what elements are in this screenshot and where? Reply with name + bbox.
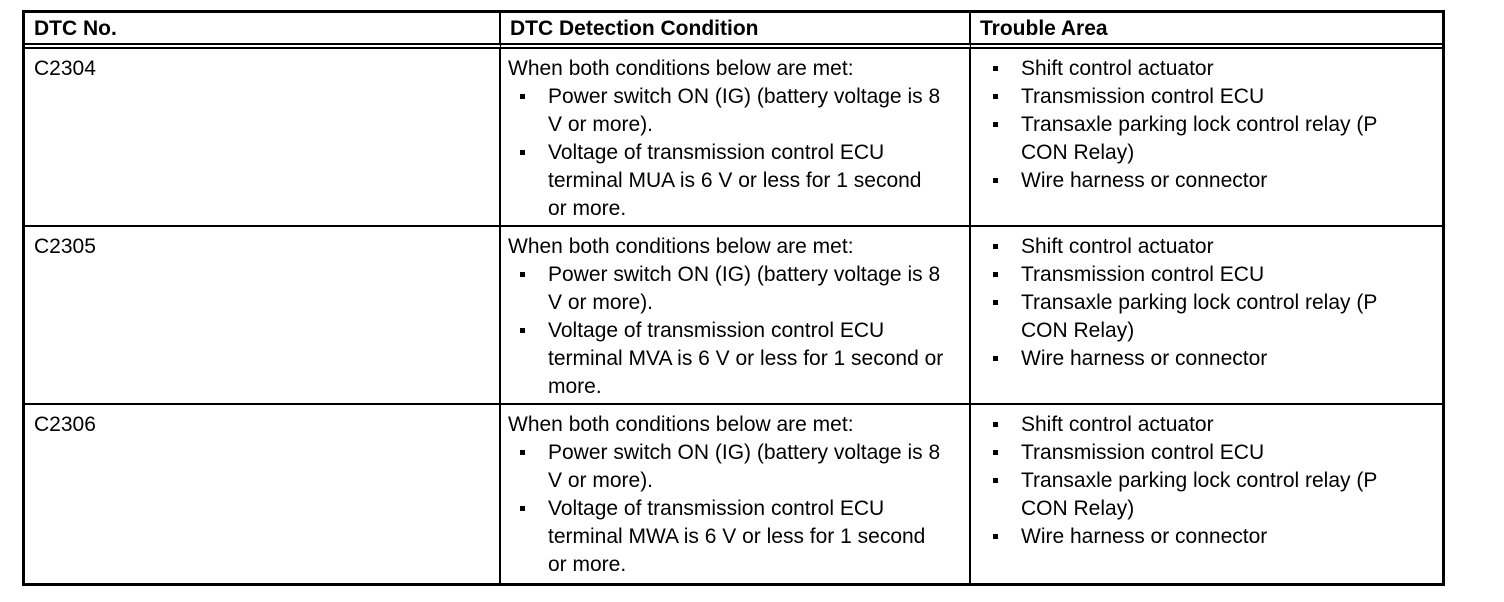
trouble-area-item: Transaxle parking lock control relay (P … <box>976 467 1436 523</box>
bullet-icon <box>520 328 525 333</box>
trouble-area-text: Shift control actuator <box>1021 235 1214 258</box>
bullet-icon <box>520 450 525 455</box>
trouble-area-item: Transaxle parking lock control relay (P … <box>976 111 1436 167</box>
detection-condition-cell: When both conditions below are met: Powe… <box>501 49 971 227</box>
trouble-area-text: Transaxle parking lock control relay (P … <box>1021 291 1377 342</box>
trouble-area-cell: Shift control actuator Transmission cont… <box>971 405 1442 583</box>
trouble-area-text: Transaxle parking lock control relay (P … <box>1021 469 1377 520</box>
table-row-c2306: C2306 When both conditions below are met… <box>25 405 1442 583</box>
bullet-icon <box>993 356 998 361</box>
trouble-area-text: Wire harness or connector <box>1021 525 1268 548</box>
trouble-area-item: Transaxle parking lock control relay (P … <box>976 289 1436 345</box>
bullet-icon <box>993 178 998 183</box>
detection-intro: When both conditions below are met: <box>508 57 854 80</box>
detection-condition-cell: When both conditions below are met: Powe… <box>501 405 971 583</box>
trouble-area-item: Wire harness or connector <box>976 345 1436 373</box>
trouble-area-item: Transmission control ECU <box>976 439 1436 467</box>
trouble-area-cell: Shift control actuator Transmission cont… <box>971 49 1442 227</box>
detection-item: Power switch ON (IG) (battery voltage is… <box>506 261 963 317</box>
trouble-area-text: Shift control actuator <box>1021 413 1214 436</box>
detection-intro: When both conditions below are met: <box>508 413 854 436</box>
column-header-dtc-no: DTC No. <box>25 13 501 49</box>
trouble-area-item: Transmission control ECU <box>976 261 1436 289</box>
trouble-area-item: Transmission control ECU <box>976 83 1436 111</box>
detection-intro: When both conditions below are met: <box>508 235 854 258</box>
detection-item-text: Voltage of transmission control ECU term… <box>548 319 944 398</box>
trouble-area-item: Shift control actuator <box>976 55 1436 83</box>
trouble-area-text: Transaxle parking lock control relay (P … <box>1021 113 1377 164</box>
bullet-icon <box>993 478 998 483</box>
bullet-icon <box>520 272 525 277</box>
detection-item: Power switch ON (IG) (battery voltage is… <box>506 439 963 495</box>
detection-item-text: Power switch ON (IG) (battery voltage is… <box>548 85 941 136</box>
trouble-area-text: Wire harness or connector <box>1021 169 1268 192</box>
bullet-icon <box>993 122 998 127</box>
table-row-c2305: C2305 When both conditions below are met… <box>25 227 1442 405</box>
bullet-icon <box>993 272 998 277</box>
detection-item: Voltage of transmission control ECU term… <box>506 317 963 401</box>
column-header-trouble-area: Trouble Area <box>971 13 1442 49</box>
bullet-icon <box>993 534 998 539</box>
dtc-no-cell: C2306 <box>25 405 501 583</box>
trouble-area-item: Shift control actuator <box>976 233 1436 261</box>
trouble-area-item: Wire harness or connector <box>976 523 1436 551</box>
trouble-area-item: Wire harness or connector <box>976 167 1436 195</box>
bullet-icon <box>993 300 998 305</box>
dtc-no-cell: C2304 <box>25 49 501 227</box>
detection-item: Voltage of transmission control ECU term… <box>506 495 963 579</box>
bullet-icon <box>993 66 998 71</box>
dtc-table: DTC No. DTC Detection Condition Trouble … <box>22 10 1445 586</box>
bullet-icon <box>993 450 998 455</box>
trouble-area-text: Transmission control ECU <box>1021 85 1265 108</box>
trouble-area-item: Shift control actuator <box>976 411 1436 439</box>
detection-item-text: Power switch ON (IG) (battery voltage is… <box>548 263 941 314</box>
bullet-icon <box>993 244 998 249</box>
bullet-icon <box>993 422 998 427</box>
trouble-area-text: Transmission control ECU <box>1021 441 1265 464</box>
trouble-area-cell: Shift control actuator Transmission cont… <box>971 227 1442 405</box>
column-header-detection-condition: DTC Detection Condition <box>501 13 971 49</box>
detection-item-text: Power switch ON (IG) (battery voltage is… <box>548 441 941 492</box>
bullet-icon <box>520 506 525 511</box>
table-header-row: DTC No. DTC Detection Condition Trouble … <box>25 13 1442 49</box>
detection-item: Power switch ON (IG) (battery voltage is… <box>506 83 963 139</box>
detection-condition-cell: When both conditions below are met: Powe… <box>501 227 971 405</box>
bullet-icon <box>520 150 525 155</box>
dtc-no-cell: C2305 <box>25 227 501 405</box>
trouble-area-text: Shift control actuator <box>1021 57 1214 80</box>
bullet-icon <box>993 94 998 99</box>
trouble-area-text: Transmission control ECU <box>1021 263 1265 286</box>
detection-item-text: Voltage of transmission control ECU term… <box>548 497 926 576</box>
detection-item-text: Voltage of transmission control ECU term… <box>548 141 922 220</box>
trouble-area-text: Wire harness or connector <box>1021 347 1268 370</box>
table-row-c2304: C2304 When both conditions below are met… <box>25 49 1442 227</box>
detection-item: Voltage of transmission control ECU term… <box>506 139 963 223</box>
bullet-icon <box>520 94 525 99</box>
